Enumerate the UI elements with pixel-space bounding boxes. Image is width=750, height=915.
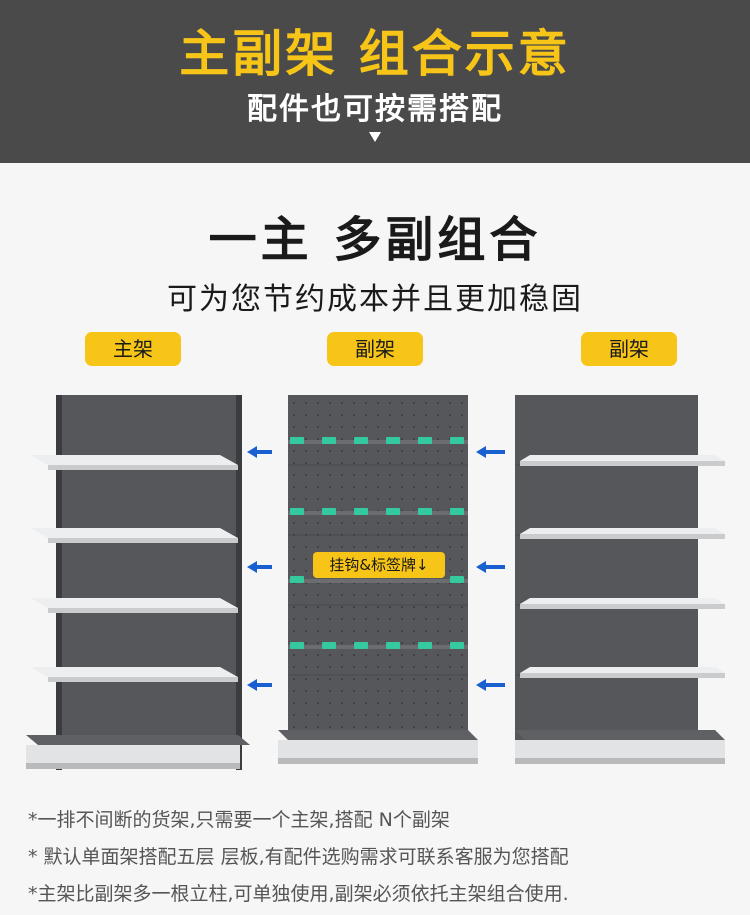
note-3: *主架比副架多一根立柱,可单独使用,副架必须依托主架组合使用. [28, 883, 569, 905]
arrow-left-icon [247, 446, 272, 458]
header-title: 主副架 组合示意 [179, 25, 571, 83]
note-1: *一排不间断的货架,只需要一个主架,搭配 N个副架 [28, 809, 450, 831]
arrow-left-icon [247, 561, 272, 573]
sub-rack-label-1: 副架 [327, 332, 423, 366]
arrow-left-icon [476, 679, 505, 691]
triangle-down-icon [369, 132, 381, 142]
arrow-left-icon [476, 446, 505, 458]
notes: *一排不间断的货架,只需要一个主架,搭配 N个副架 * 默认单面架搭配五层 层板… [28, 802, 569, 913]
header-subtitle: 配件也可按需搭配 [247, 92, 503, 127]
note-2: * 默认单面架搭配五层 层板,有配件选购需求可联系客服为您搭配 [28, 846, 569, 868]
sub-rack-label-2: 副架 [581, 332, 677, 366]
header-banner: 主副架 组合示意 配件也可按需搭配 [0, 0, 750, 163]
shelf-illustration [26, 395, 725, 770]
sub-rack-middle [278, 395, 478, 764]
page-subtitle: 可为您节约成本并且更加稳固 [167, 282, 583, 317]
main-rack-label: 主架 [85, 332, 181, 366]
main-rack [26, 395, 250, 770]
sub-rack-right [515, 395, 725, 764]
page-title: 一主 多副组合 [208, 212, 542, 268]
arrow-left-icon [247, 679, 272, 691]
hook-label-pill [313, 552, 445, 578]
hook-label: 挂钩&标签牌↓ [329, 556, 429, 574]
arrow-left-icon [476, 561, 505, 573]
